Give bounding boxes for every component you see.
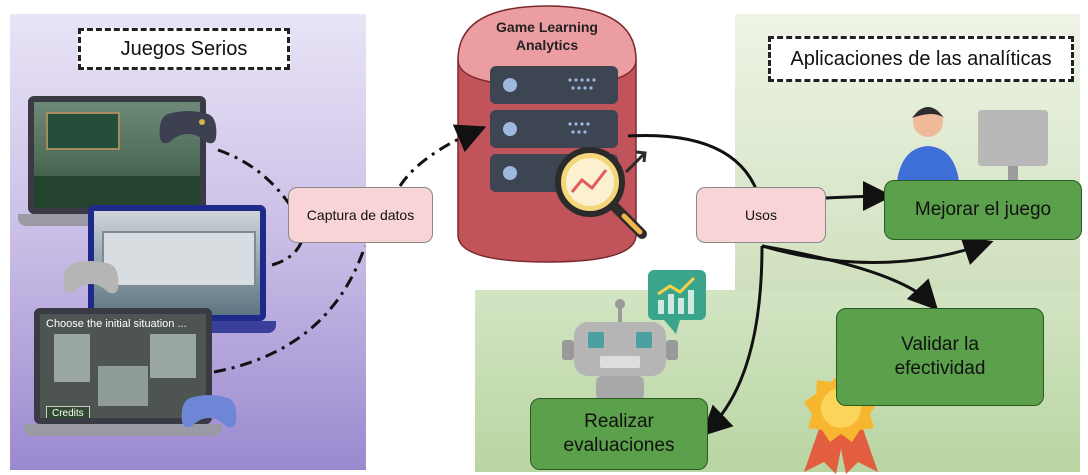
uses-label: Usos bbox=[696, 187, 826, 243]
link-laptop-2 bbox=[271, 239, 304, 267]
database-title-line2: Analytics bbox=[515, 37, 579, 53]
link-laptop-3 bbox=[213, 245, 367, 374]
applications-title: Aplicaciones de las analíticas bbox=[768, 36, 1074, 82]
games-title: Juegos Serios bbox=[78, 28, 290, 70]
magnifier-icon bbox=[555, 147, 647, 239]
user-at-monitor-icon bbox=[896, 107, 1048, 192]
improve-game-box: Mejorar el juego bbox=[884, 180, 1082, 240]
arrow-improve-2 bbox=[761, 236, 994, 265]
arrow-evaluate bbox=[701, 245, 764, 437]
validate-box: Validar la efectividad bbox=[836, 308, 1044, 406]
robot-icon bbox=[562, 299, 678, 400]
database-title-line1: Game Learning bbox=[496, 19, 598, 35]
capture-label: Captura de datos bbox=[288, 187, 433, 243]
arrow-to-database bbox=[398, 124, 487, 187]
validate-line1: Validar la bbox=[901, 334, 979, 355]
arrow-validate bbox=[761, 244, 939, 311]
validate-line2: efectividad bbox=[894, 358, 986, 379]
chart-bubble-icon bbox=[648, 270, 706, 334]
arrow-improve bbox=[825, 181, 893, 212]
credits-button[interactable]: Credits bbox=[46, 406, 90, 418]
screen-title: Choose the initial situation ... bbox=[46, 318, 187, 330]
database-title: Game Learning Analytics bbox=[480, 18, 614, 54]
evaluate-box: Realizar evaluaciones bbox=[530, 398, 708, 470]
gamepad-icon bbox=[159, 111, 217, 144]
gamepad-icon-3 bbox=[181, 395, 237, 428]
link-laptop-1 bbox=[217, 148, 292, 206]
link-database-uses bbox=[627, 134, 762, 201]
evaluate-line2: evaluaciones bbox=[563, 435, 675, 456]
evaluate-line1: Realizar bbox=[584, 411, 654, 432]
gamepad-icon-2 bbox=[63, 261, 119, 294]
